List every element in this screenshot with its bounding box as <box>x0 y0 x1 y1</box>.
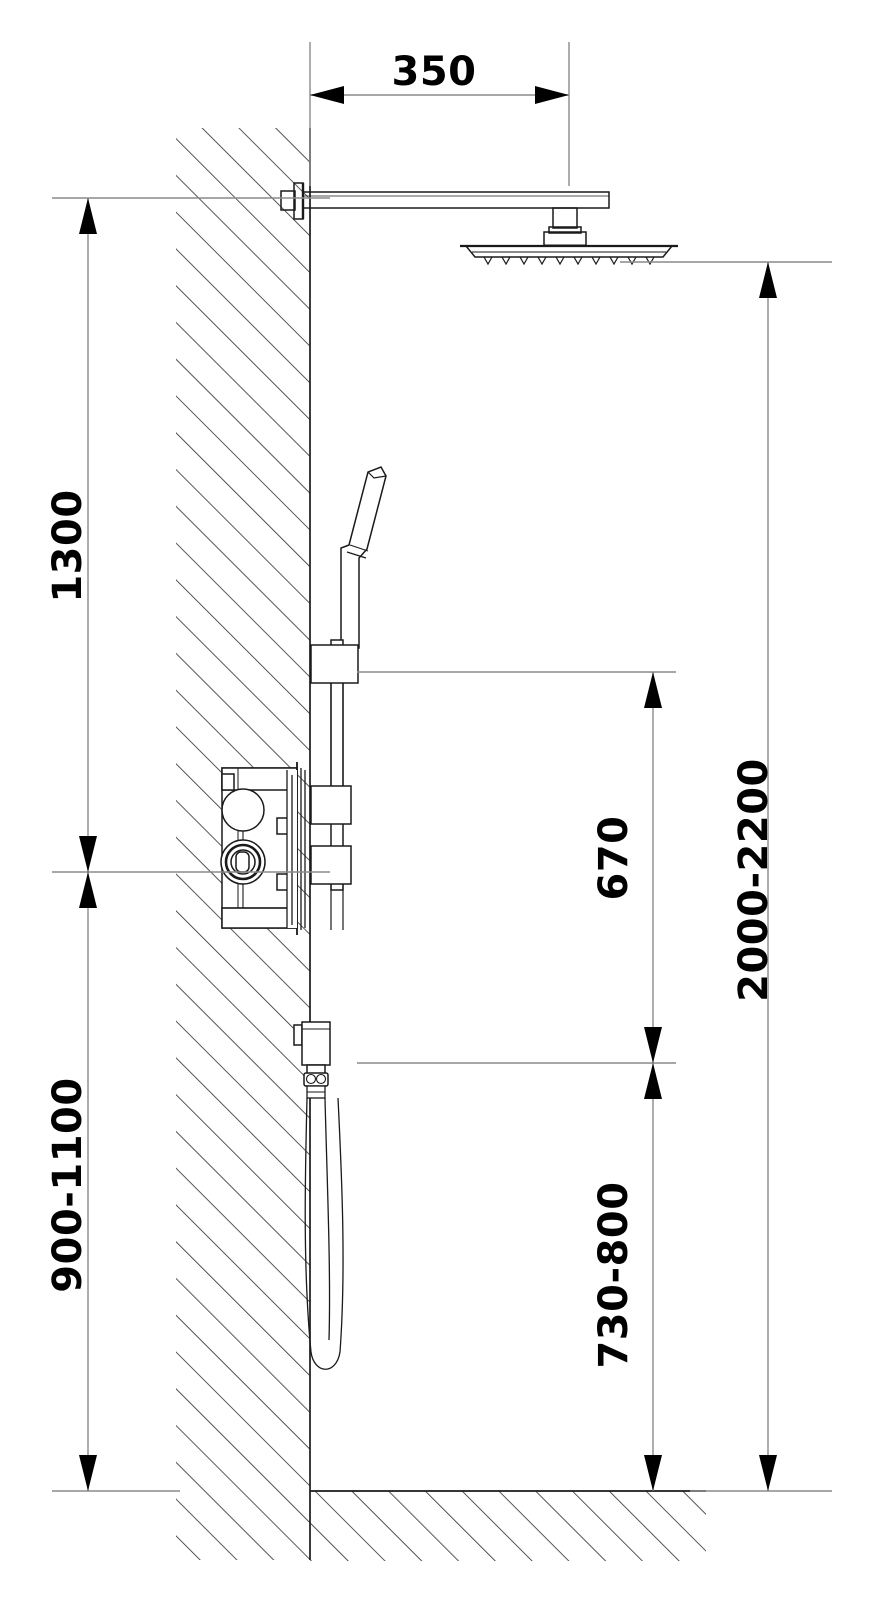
shower-arm-assembly <box>280 182 678 266</box>
rail-holder-lower <box>310 845 352 885</box>
arm-nipple <box>280 190 296 211</box>
trim-plate <box>286 762 306 935</box>
dimension-1300 <box>52 197 330 873</box>
dimension-label-2000-2200: 2000-2200 <box>731 758 777 1002</box>
dimension-730-800 <box>644 1063 662 1491</box>
rail-bracket <box>310 644 359 684</box>
dimension-label-670: 670 <box>591 815 637 901</box>
shower-arm <box>302 191 610 209</box>
rain-head-nozzles <box>483 256 655 266</box>
slide-rail-assembly <box>310 639 359 930</box>
valve-port-upper <box>221 788 265 832</box>
hose <box>304 1085 344 1370</box>
dimension-2000-2200 <box>620 261 832 1492</box>
hand-shower <box>340 466 387 649</box>
rail-holder-upper <box>310 785 352 825</box>
dimension-350 <box>309 42 570 186</box>
floor <box>310 1490 706 1561</box>
outlet-elbow <box>293 1021 331 1087</box>
concealed-valve <box>220 767 298 929</box>
dimension-label-900-1100: 900-1100 <box>45 1077 91 1293</box>
dimension-670 <box>357 671 676 1064</box>
rain-head <box>460 244 678 266</box>
valve-port-lower <box>220 839 266 885</box>
dimension-label-1300: 1300 <box>45 489 91 603</box>
dimension-label-350: 350 <box>391 49 477 95</box>
swivel-joint <box>543 207 587 252</box>
dimension-label-730-800: 730-800 <box>591 1181 637 1369</box>
dimension-900-1100 <box>52 872 180 1492</box>
